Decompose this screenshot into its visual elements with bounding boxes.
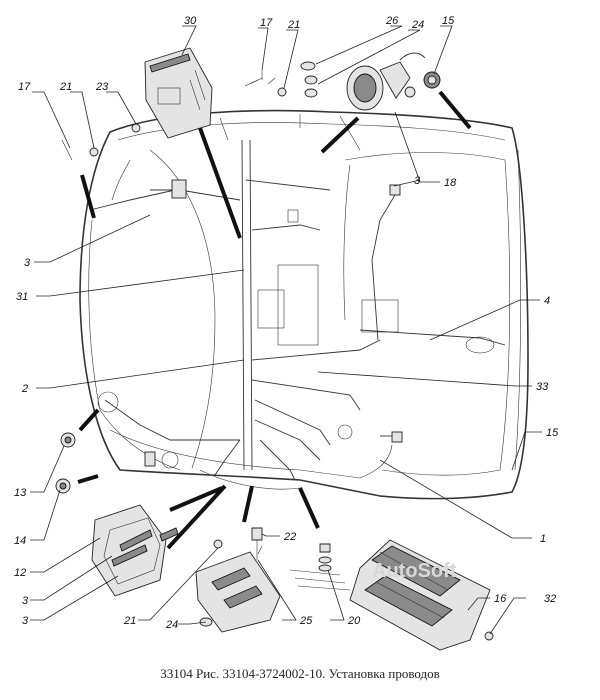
- callout-3-bottom-b: 3: [22, 615, 29, 627]
- callout-12: 12: [14, 567, 26, 579]
- callout-18: 18: [444, 177, 457, 189]
- left-side-parts: [55, 408, 100, 494]
- round-connector-top: [346, 52, 441, 111]
- callout-24-top: 24: [411, 19, 424, 31]
- arrow-12: [169, 486, 223, 512]
- callout-23: 23: [95, 81, 109, 93]
- fastener-group-left: [61, 123, 141, 161]
- control-block-30: [144, 47, 213, 139]
- callout-14: 14: [14, 535, 26, 547]
- arrow-25: [166, 484, 227, 550]
- arrow-30: [198, 127, 242, 239]
- fuse-block-16: [349, 539, 494, 651]
- arrow-15-top: [438, 90, 472, 130]
- callout-3-left: 3: [24, 257, 31, 269]
- fastener-stack-20: [289, 543, 351, 591]
- callout-33: 33: [536, 381, 549, 393]
- central-harness: [89, 139, 506, 481]
- switch-panel-12: [91, 504, 179, 597]
- callout-26: 26: [385, 15, 399, 27]
- callout-13: 13: [14, 487, 27, 499]
- bolt-22: [251, 527, 263, 560]
- callout-15-right: 15: [546, 427, 559, 439]
- callout-24-bottom: 24: [165, 619, 178, 631]
- watermark: AutoSoft: [372, 560, 457, 582]
- bracket-block-25: [195, 539, 281, 633]
- callout-3-bottom-a: 3: [22, 595, 29, 607]
- callout-20: 20: [347, 615, 361, 627]
- arrow-20: [298, 487, 320, 529]
- callout-17-left: 17: [18, 81, 31, 93]
- callout-16: 16: [494, 593, 507, 605]
- callout-17-top: 17: [260, 17, 273, 29]
- arrow-22: [242, 485, 254, 523]
- arrow-left-top: [80, 174, 96, 219]
- callout-22: 22: [283, 531, 296, 543]
- callout-4: 4: [544, 295, 550, 307]
- callout-1: 1: [540, 533, 546, 545]
- callout-21-top: 21: [287, 19, 300, 31]
- cab-body: [79, 109, 529, 500]
- callout-21-bottom: 21: [123, 615, 136, 627]
- figure-caption: 33104 Рис. 33104-3724002-10. Установка п…: [160, 666, 440, 681]
- callout-3-right: 3: [414, 175, 421, 187]
- arrow-connector-top: [320, 116, 360, 154]
- callout-2: 2: [21, 383, 28, 395]
- callout-25: 25: [299, 615, 313, 627]
- leader-lines: [30, 25, 542, 635]
- callout-30: 30: [184, 15, 197, 27]
- callout-15-top: 15: [442, 15, 455, 27]
- callout-31: 31: [16, 291, 28, 303]
- callout-21-left: 21: [59, 81, 72, 93]
- callout-32: 32: [544, 593, 556, 605]
- fastener-group-top: [244, 61, 318, 98]
- callout-labels: 30 17 21 26 24 15 17 21 23 3 18 3 31 4 2…: [14, 15, 559, 631]
